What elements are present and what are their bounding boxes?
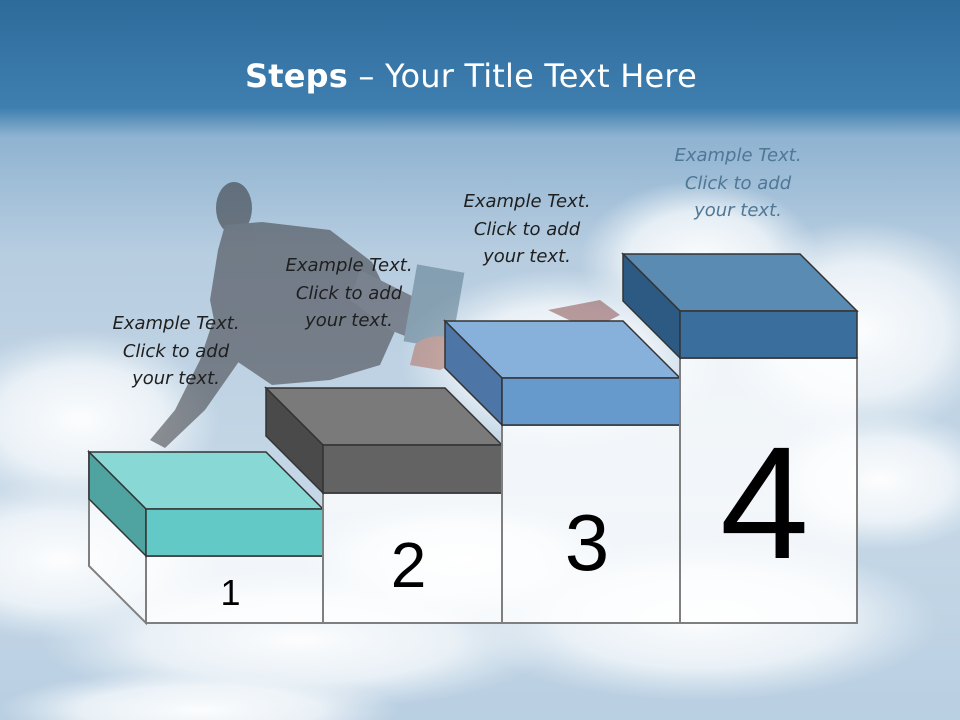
step-2-cap-front <box>322 444 503 494</box>
step-3-line-2: Click to add <box>473 218 581 240</box>
steps-diagram: 1 2 3 4 <box>87 252 859 626</box>
step-3-number: 3 <box>565 498 610 587</box>
step-4-cap-front <box>679 310 858 359</box>
step-3-line-3: your text. <box>483 246 571 267</box>
step-3-text[interactable]: Example Text. Click to add your text. <box>437 188 617 271</box>
step-1-column <box>145 555 324 624</box>
step-1-line-1: Example Text. <box>112 313 240 334</box>
step-4-line-3: your text. <box>694 200 782 221</box>
step-3-column <box>501 424 681 624</box>
step-4-line-2: Click to add <box>684 172 792 194</box>
step-4-line-1: Example Text. <box>674 145 802 166</box>
step-2-line-1: Example Text. <box>285 255 413 276</box>
title-rest: – Your Title Text Here <box>348 57 697 95</box>
step-2-text[interactable]: Example Text. Click to add your text. <box>259 252 439 335</box>
title-bold: Steps <box>245 57 349 95</box>
step-3-cap-front <box>501 377 681 426</box>
step-2-number: 2 <box>391 529 427 601</box>
step-1-line-3: your text. <box>132 368 220 389</box>
step-1-number: 1 <box>220 572 240 613</box>
step-1-text[interactable]: Example Text. Click to add your text. <box>86 310 266 393</box>
step-1-line-2: Click to add <box>122 340 230 362</box>
step-1-cap-front <box>145 508 324 557</box>
slide-title[interactable]: Steps – Your Title Text Here <box>0 56 942 96</box>
step-2-line-2: Click to add <box>295 282 403 304</box>
step-4-number: 4 <box>720 413 809 592</box>
step-3-line-1: Example Text. <box>463 191 591 212</box>
step-4-text[interactable]: Example Text. Click to add your text. <box>648 142 828 225</box>
step-2-line-3: your text. <box>305 310 393 331</box>
